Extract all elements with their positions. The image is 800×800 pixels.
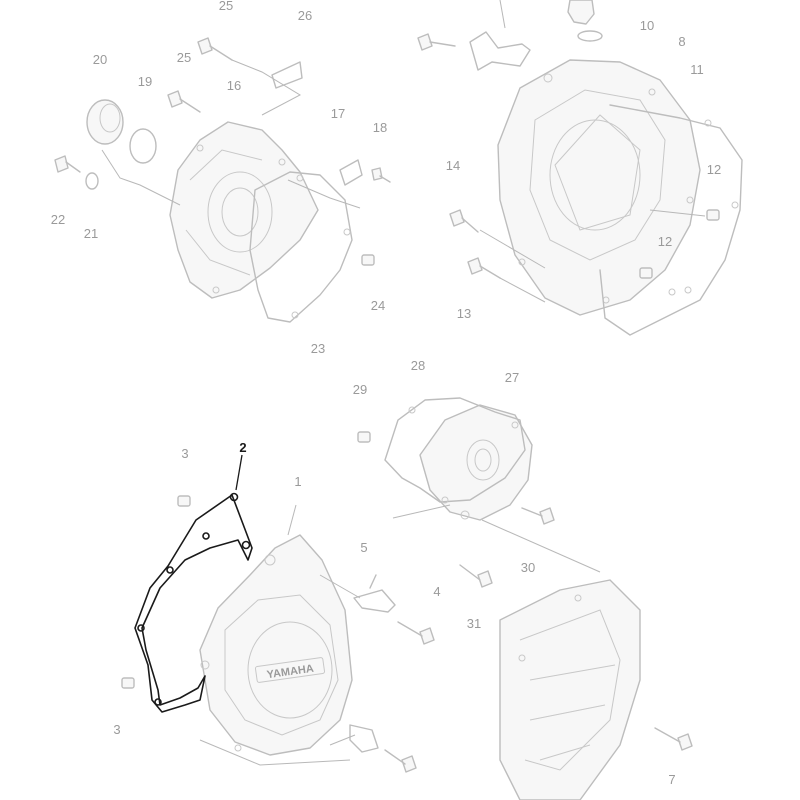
callout-23: 23: [311, 341, 325, 356]
part-17-bracket: [339, 159, 363, 186]
upper-left-leaders: [101, 59, 361, 209]
part-2-gasket-highlighted: [134, 492, 253, 713]
part-10-plug: [567, 0, 603, 42]
callout-4: 4: [433, 584, 440, 599]
callout-22: 22: [51, 212, 65, 227]
part-5-bracket-a: [353, 574, 396, 613]
part-29-dowel: [357, 431, 371, 443]
callout-25-top: 25: [219, 0, 233, 13]
callout-20: 20: [93, 52, 107, 67]
top-bolt: [417, 33, 456, 51]
part-26-clip: [271, 61, 303, 89]
callout-10: 10: [640, 18, 654, 33]
upper-right-leaders: [479, 209, 706, 303]
callout-21: 21: [84, 226, 98, 241]
callout-11: 11: [690, 62, 704, 77]
part-1-stator-cover: [199, 534, 353, 756]
part-4-bolt: [397, 621, 435, 645]
part-21-washer: [85, 172, 99, 190]
part-28-gasket: [384, 397, 526, 504]
callout-25-lower: 25: [177, 50, 191, 65]
lower-bolt-bottom: [384, 749, 417, 773]
part-24-dowel: [361, 254, 375, 266]
callout-30: 30: [521, 560, 535, 575]
callout-12-b: 12: [658, 234, 672, 249]
part-18-bolt: [371, 167, 391, 183]
part-2-leader: [235, 454, 243, 491]
part-3-dowel-lower: [121, 677, 135, 689]
part-14-bolt: [449, 209, 479, 233]
part-27-cover: [419, 404, 533, 521]
callout-14: 14: [446, 158, 460, 173]
callout-7: 7: [668, 772, 675, 787]
part-12-dowel-b: [639, 267, 653, 279]
callout-1: 1: [294, 474, 301, 489]
top-bracket: [469, 0, 531, 71]
part-30-bolt: [521, 507, 555, 525]
part-7-bolt: [654, 727, 693, 751]
part-19-oring: [129, 128, 157, 164]
part-23-gasket: [249, 171, 353, 323]
part-5-bracket-b: [349, 724, 379, 753]
part-12-dowel-a: [706, 209, 720, 221]
middle-leaders: [392, 504, 601, 573]
part-20-plug: [86, 99, 124, 145]
part-25-bolt-upper: [197, 37, 233, 61]
callout-8: 8: [678, 34, 685, 49]
callout-12-a: 12: [707, 162, 721, 177]
callout-5-upper: 5: [360, 540, 367, 555]
callout-26: 26: [298, 8, 312, 23]
part-31-bolt: [459, 564, 493, 588]
callout-2: 2: [239, 440, 246, 455]
callout-28: 28: [411, 358, 425, 373]
part-22-bolt: [54, 155, 81, 173]
callout-3-lower: 3: [113, 722, 120, 737]
lower-left-leaders: [199, 504, 361, 766]
part-8-cover: [497, 59, 701, 316]
callout-29: 29: [353, 382, 367, 397]
callout-24: 24: [371, 298, 385, 313]
callout-18: 18: [373, 120, 387, 135]
part-25-bolt-lower: [167, 90, 201, 113]
callout-31: 31: [467, 616, 481, 631]
part-16-cover: [169, 121, 319, 299]
callout-16: 16: [227, 78, 241, 93]
part-13-bolt: [467, 257, 501, 279]
part-11-gasket: [599, 104, 743, 336]
callout-13: 13: [457, 306, 471, 321]
callout-19: 19: [138, 74, 152, 89]
part-lower-right-cover: [499, 579, 641, 800]
part-3-dowel-upper: [177, 495, 191, 507]
callout-3-upper: 3: [181, 446, 188, 461]
callout-17: 17: [331, 106, 345, 121]
callout-27: 27: [505, 370, 519, 385]
